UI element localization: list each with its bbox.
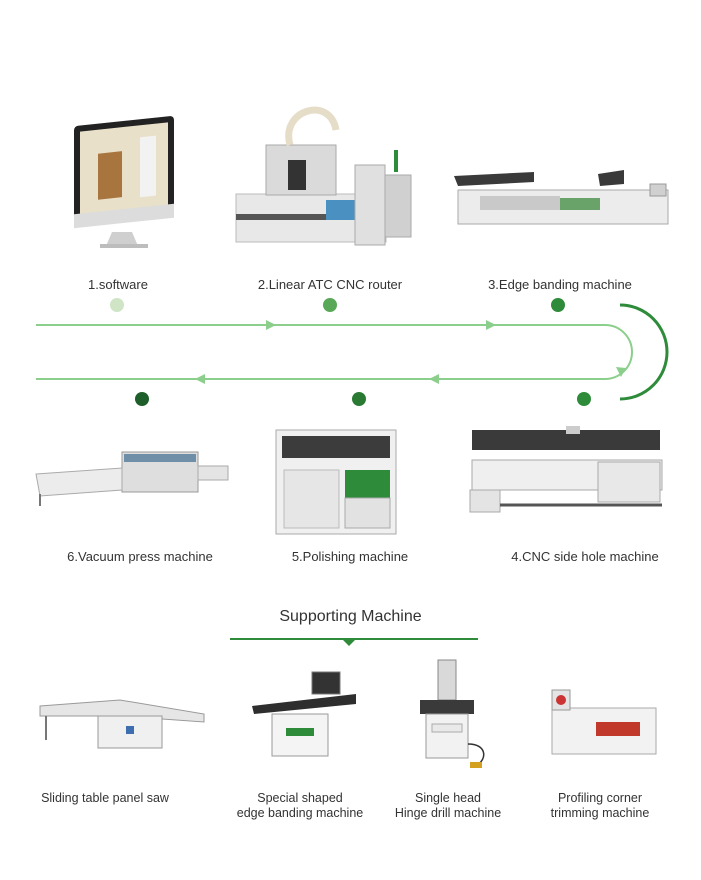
section-title: Supporting Machine <box>279 608 422 625</box>
step-dot-5 <box>352 392 366 406</box>
step-label-4: 4.CNC side hole machine <box>511 549 659 564</box>
support-label-2-line1: Special shaped <box>257 791 343 805</box>
step-label-5: 5.Polishing machine <box>291 549 409 564</box>
section-divider <box>230 638 478 640</box>
step-dot-3 <box>551 298 565 312</box>
step-dot-6 <box>135 392 149 406</box>
arrow-right-icon <box>266 320 276 330</box>
support-label-2-line2: edge banding machine <box>236 806 364 820</box>
step-label-6: 6.Vacuum press machine <box>67 549 213 564</box>
divider-pointer-icon <box>343 640 355 646</box>
step-label-2: 2.Linear ATC CNC router <box>257 277 403 292</box>
flow-line-inner-turn <box>604 324 633 380</box>
support-label-2: Special shaped edge banding machine <box>220 791 380 821</box>
support-label-4: Profiling corner trimming machine <box>530 791 670 821</box>
support-label-4-line2: trimming machine <box>550 806 650 820</box>
step-label-3: 3.Edge banding machine <box>488 277 632 292</box>
support-label-3-line1: Single head <box>414 791 482 805</box>
support-label-1: Sliding table panel saw <box>30 791 180 806</box>
support-label-1-line1: Sliding table panel saw <box>41 791 169 805</box>
step-dot-1 <box>110 298 124 312</box>
arrow-down-icon <box>616 367 626 377</box>
step-label-1: 1.software <box>88 277 148 292</box>
flow-line-outer-turn <box>619 303 669 401</box>
support-label-4-line1: Profiling corner <box>557 791 643 805</box>
arrow-left-icon <box>195 374 205 384</box>
arrow-right-icon <box>486 320 496 330</box>
step-dot-2 <box>323 298 337 312</box>
support-label-3: Single head Hinge drill machine <box>378 791 518 821</box>
arrow-left-icon <box>429 374 439 384</box>
step-dot-4 <box>577 392 591 406</box>
support-label-3-line2: Hinge drill machine <box>394 806 502 820</box>
